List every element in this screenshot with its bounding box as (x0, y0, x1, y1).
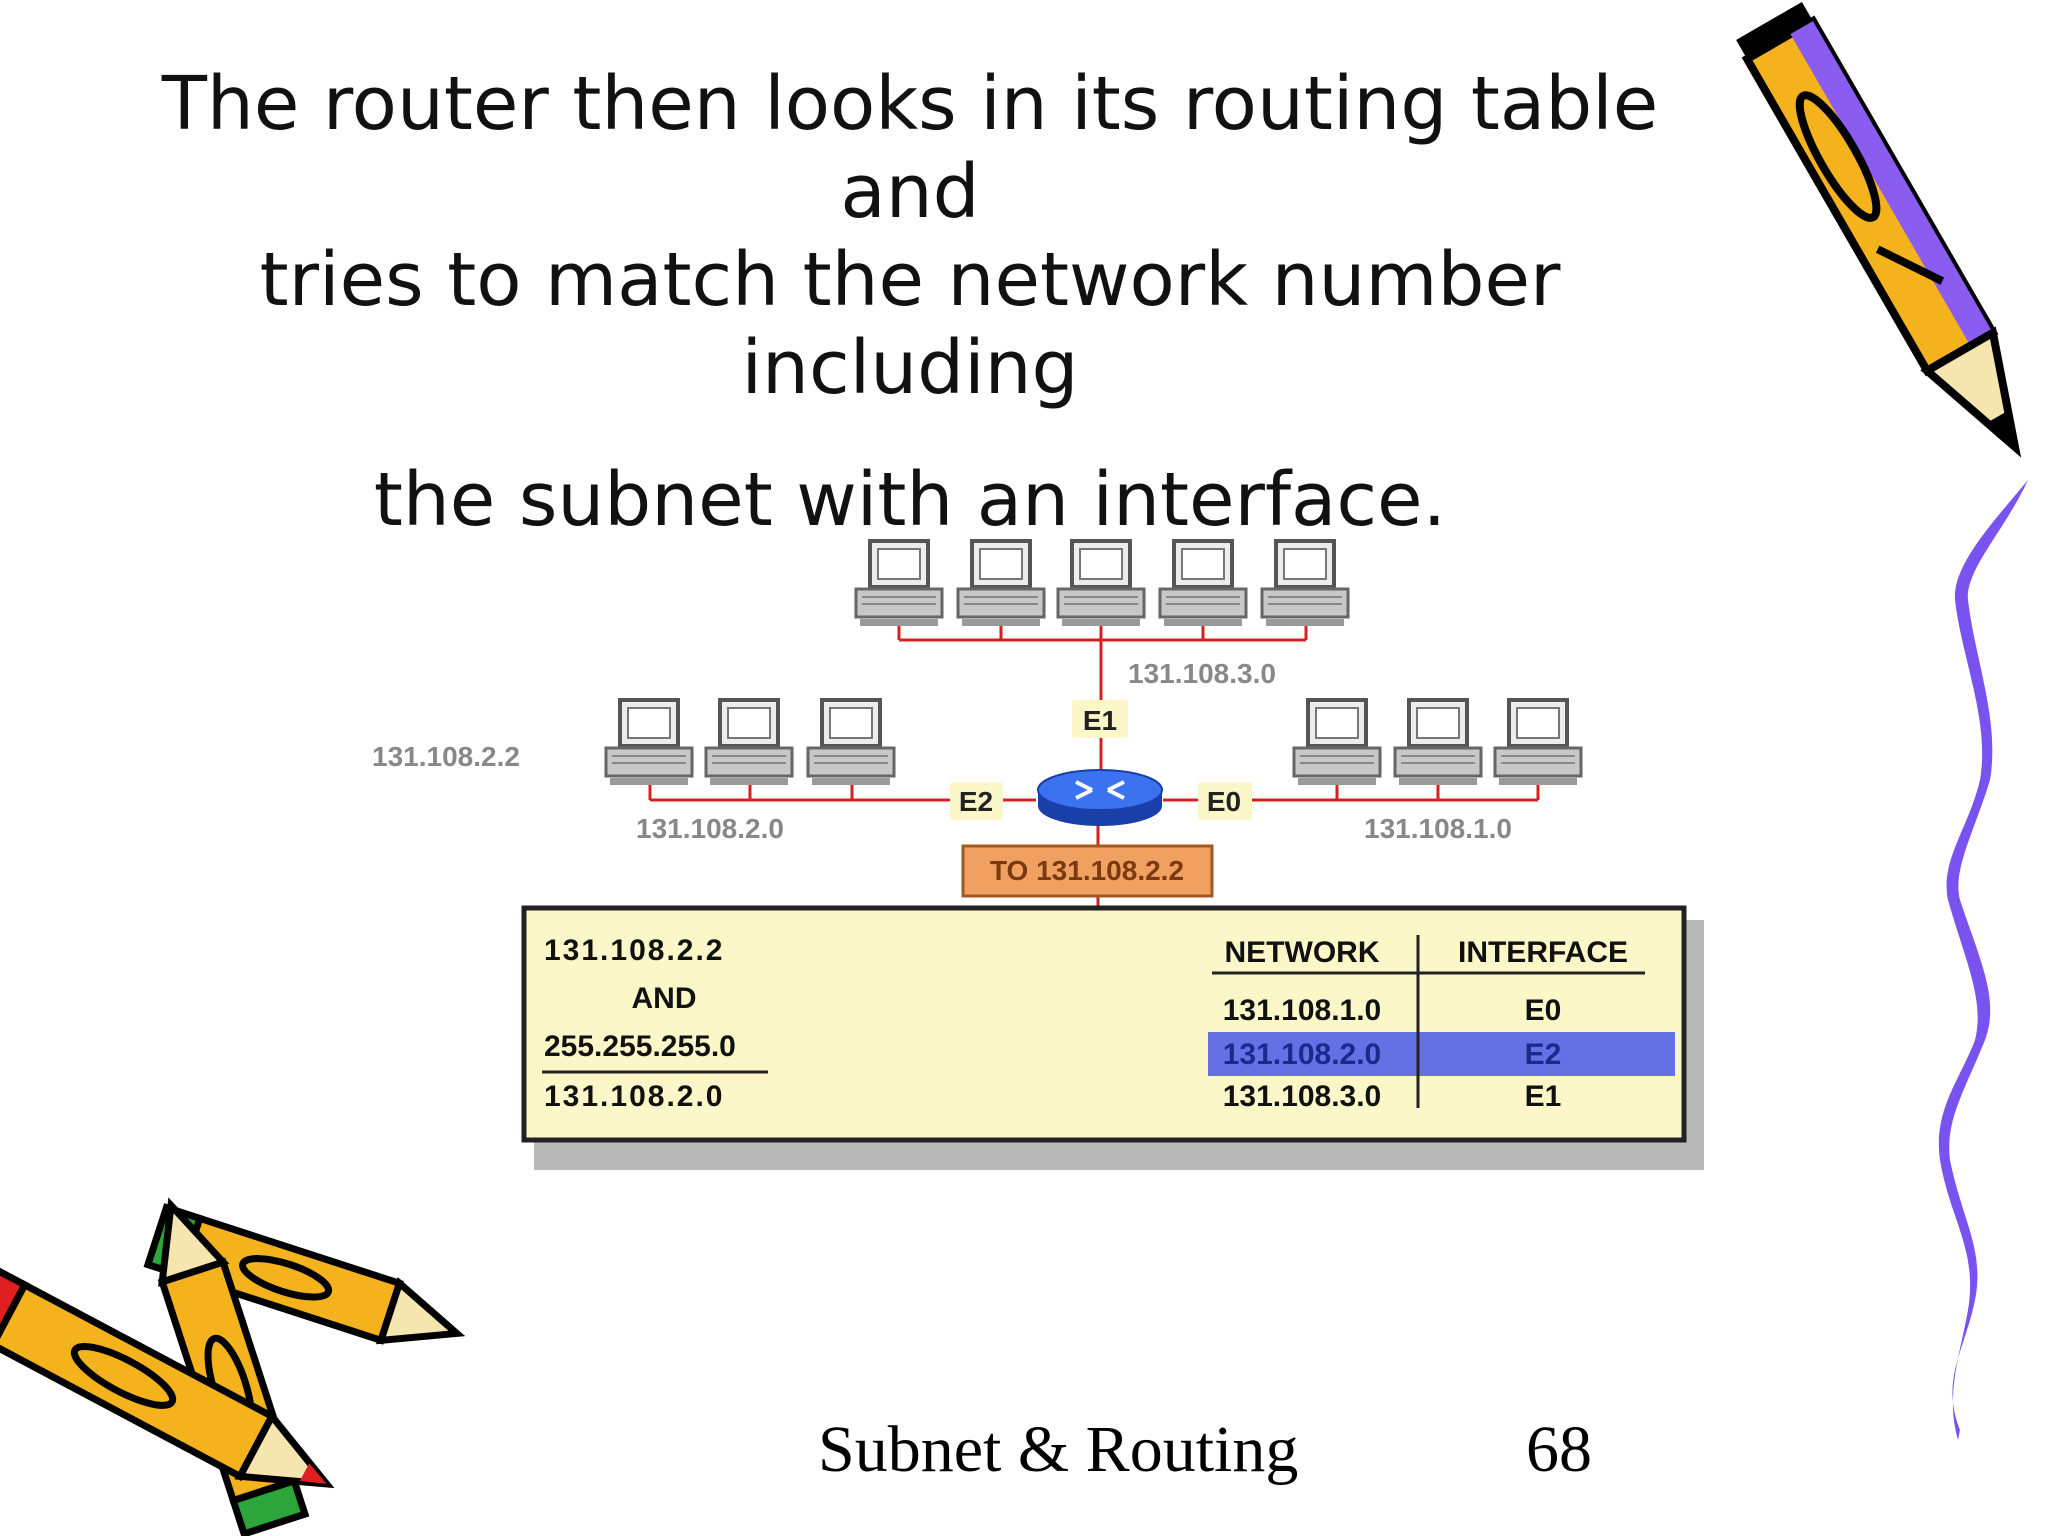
computers-left (604, 698, 896, 787)
interface-e2-label: E2 (959, 786, 993, 817)
host-address-label: 131.108.2.2 (372, 741, 520, 772)
footer-title: Subnet & Routing (818, 1413, 1299, 1486)
calc-mask: 255.255.255.0 (544, 1030, 736, 1063)
slide-title: The router then looks in its routing tab… (130, 60, 1690, 544)
network-label-top: 131.108.3.0 (1128, 658, 1276, 689)
calc-ip: 131.108.2.2 (544, 934, 724, 967)
calc-result: 131.108.2.0 (544, 1080, 724, 1113)
crossed-pencils-icon (0, 1197, 466, 1536)
packet-box (961, 844, 1214, 898)
table-header-interface: INTERFACE (1458, 936, 1628, 969)
packet-label: TO 131.108.2.2 (990, 855, 1184, 886)
title-line-2: tries to match the network number includ… (259, 237, 1561, 411)
table-row-2-network: 131.108.2.0 (1223, 1038, 1381, 1071)
title-line-3: the subnet with an interface. (373, 457, 1447, 543)
interface-e1-label: E1 (1083, 705, 1117, 736)
highlight-row-bg (1208, 1032, 1675, 1076)
calc-operator: AND (632, 982, 697, 1015)
page-number: 68 (1526, 1413, 1592, 1486)
computers-top (854, 539, 1350, 628)
table-row-1-interface: E0 (1525, 994, 1562, 1027)
table-row-2-interface: E2 (1525, 1038, 1562, 1071)
routing-table-panel: 131.108.2.2 AND 255.255.255.0 131.108.2.… (521, 905, 1704, 1170)
router-icon (1037, 769, 1163, 826)
interface-e0-label: E0 (1207, 786, 1241, 817)
network-label-left: 131.108.2.0 (636, 813, 784, 844)
network-links (648, 626, 1540, 910)
table-header-network: NETWORK (1225, 936, 1380, 969)
pencil-icon (1736, 1, 2022, 458)
network-label-right: 131.108.1.0 (1364, 813, 1512, 844)
computers-right (1292, 698, 1583, 787)
title-line-1: The router then looks in its routing tab… (161, 61, 1659, 235)
table-row-3-network: 131.108.3.0 (1223, 1080, 1381, 1113)
table-row-3-interface: E1 (1525, 1080, 1562, 1113)
table-row-1-network: 131.108.1.0 (1223, 994, 1381, 1027)
